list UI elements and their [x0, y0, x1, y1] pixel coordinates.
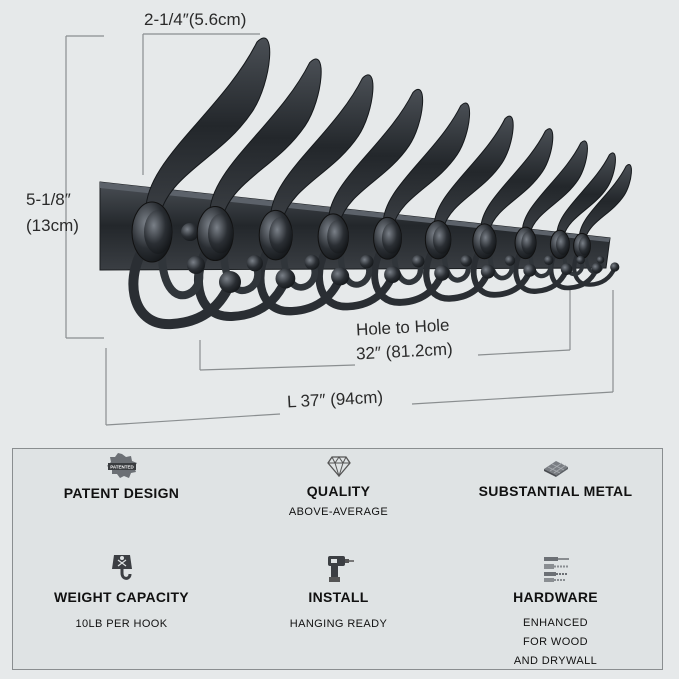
feature-hardware: HARDWARE ENHANCED FOR WOOD AND DRYWALL — [447, 555, 664, 671]
feature-title: SUBSTANTIAL METAL — [478, 483, 633, 499]
badge-text: PATENTED — [110, 465, 134, 470]
dimension-lines — [65, 33, 614, 426]
feature-subtitle: ENHANCED FOR WOOD AND DRYWALL — [513, 617, 598, 667]
hook-width-label: 2-1/4″(5.6cm) — [144, 10, 247, 29]
metal-block-icon — [543, 461, 568, 477]
screws-anchors-icon — [543, 557, 569, 582]
coat-hook — [194, 58, 322, 321]
hooks-group — [128, 37, 632, 330]
height-inch-label: 5-1/8″ — [26, 190, 71, 209]
coat-hook — [128, 37, 271, 330]
coat-hook — [423, 115, 514, 302]
coat-hook — [513, 140, 588, 294]
coat-hook — [572, 164, 632, 287]
feature-subtitle: HANGING READY — [289, 618, 388, 630]
feature-weight-capacity: WEIGHT CAPACITY 10LB PER HOOK — [13, 553, 230, 634]
coat-hook — [470, 128, 554, 298]
feature-subtitle: ABOVE-AVERAGE — [288, 506, 389, 518]
feature-subtitle: 10LB PER HOOK — [75, 618, 168, 630]
weight-hook-icon — [111, 555, 132, 580]
coat-hook — [315, 89, 424, 311]
coat-hook — [371, 102, 471, 306]
feature-title: PATENT DESIGN — [63, 485, 180, 501]
patent-badge-icon: PATENTED — [106, 453, 137, 478]
coat-hook — [256, 74, 374, 316]
feature-patent-design: PATENTED PATENT DESIGN — [13, 453, 230, 501]
drill-icon — [327, 556, 354, 582]
feature-title: QUALITY — [306, 483, 371, 499]
feature-quality: QUALITY ABOVE-AVERAGE — [230, 455, 447, 522]
feature-title: INSTALL — [308, 589, 369, 605]
feature-title: HARDWARE — [513, 589, 598, 605]
feature-substantial-metal: SUBSTANTIAL METAL — [447, 457, 664, 499]
hook-rack-illustration — [65, 33, 632, 426]
screw-head — [181, 223, 199, 241]
height-cm-label: (13cm) — [26, 216, 79, 235]
feature-title: WEIGHT CAPACITY — [54, 589, 189, 605]
feature-install: INSTALL HANGING READY — [230, 553, 447, 634]
features-panel: PATENTED PATENT DESIGN QUALITY ABOVE-AVE… — [12, 448, 663, 670]
diamond-icon — [326, 456, 351, 477]
